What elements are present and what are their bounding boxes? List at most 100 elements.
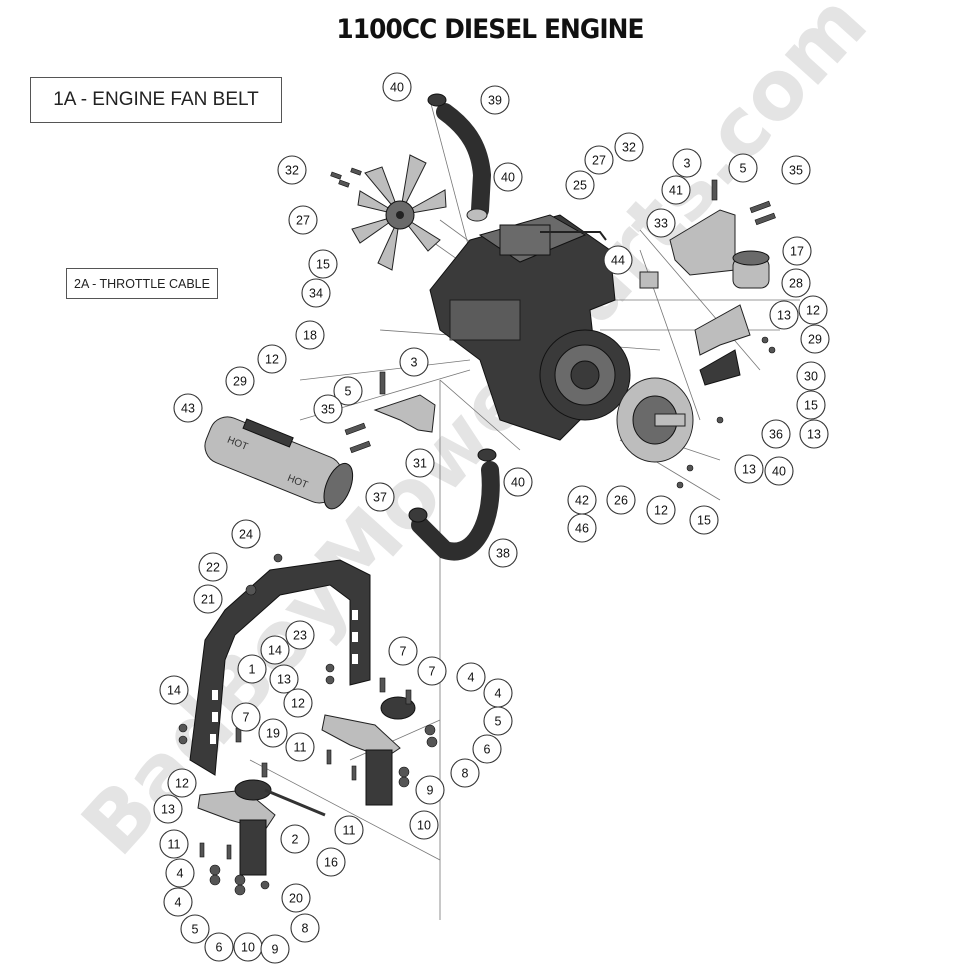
callout-23[interactable]: 23 bbox=[285, 620, 315, 650]
callout-20[interactable]: 20 bbox=[281, 883, 311, 913]
callout-13[interactable]: 13 bbox=[799, 419, 829, 449]
callout-40[interactable]: 40 bbox=[764, 456, 794, 486]
callout-8[interactable]: 8 bbox=[290, 913, 320, 943]
callout-circle bbox=[450, 758, 480, 788]
callout-44[interactable]: 44 bbox=[603, 245, 633, 275]
callout-7[interactable]: 7 bbox=[417, 656, 447, 686]
callout-29[interactable]: 29 bbox=[225, 366, 255, 396]
callout-24[interactable]: 24 bbox=[231, 519, 261, 549]
callout-31[interactable]: 31 bbox=[405, 448, 435, 478]
callout-11[interactable]: 11 bbox=[285, 732, 315, 762]
callout-34[interactable]: 34 bbox=[301, 278, 331, 308]
callout-4[interactable]: 4 bbox=[483, 678, 513, 708]
callout-6[interactable]: 6 bbox=[472, 734, 502, 764]
callout-circle bbox=[165, 858, 195, 888]
callout-26[interactable]: 26 bbox=[606, 485, 636, 515]
ref-box-throttle-cable[interactable]: 2A - THROTTLE CABLE bbox=[66, 268, 218, 299]
callout-5[interactable]: 5 bbox=[180, 914, 210, 944]
callout-40[interactable]: 40 bbox=[382, 72, 412, 102]
callout-1[interactable]: 1 bbox=[237, 654, 267, 684]
callout-32[interactable]: 32 bbox=[614, 132, 644, 162]
callout-circle bbox=[388, 636, 418, 666]
callout-12[interactable]: 12 bbox=[283, 688, 313, 718]
callout-27[interactable]: 27 bbox=[584, 145, 614, 175]
callout-3[interactable]: 3 bbox=[399, 347, 429, 377]
callout-number: 31 bbox=[413, 457, 427, 471]
callout-11[interactable]: 11 bbox=[159, 829, 189, 859]
callout-circle bbox=[405, 448, 435, 478]
callout-9[interactable]: 9 bbox=[415, 775, 445, 805]
callout-19[interactable]: 19 bbox=[258, 718, 288, 748]
callout-16[interactable]: 16 bbox=[316, 847, 346, 877]
callout-4[interactable]: 4 bbox=[165, 858, 195, 888]
callout-5[interactable]: 5 bbox=[483, 706, 513, 736]
callout-number: 13 bbox=[277, 673, 291, 687]
callout-9[interactable]: 9 bbox=[260, 934, 290, 964]
callout-15[interactable]: 15 bbox=[308, 249, 338, 279]
callout-35[interactable]: 35 bbox=[781, 155, 811, 185]
callout-12[interactable]: 12 bbox=[167, 768, 197, 798]
callout-5[interactable]: 5 bbox=[728, 153, 758, 183]
callout-35[interactable]: 35 bbox=[313, 394, 343, 424]
engine-assembly bbox=[429, 214, 631, 441]
callout-11[interactable]: 11 bbox=[334, 815, 364, 845]
callout-13[interactable]: 13 bbox=[734, 454, 764, 484]
callout-circle bbox=[193, 584, 223, 614]
callout-15[interactable]: 15 bbox=[689, 505, 719, 535]
callout-13[interactable]: 13 bbox=[153, 794, 183, 824]
callout-22[interactable]: 22 bbox=[198, 552, 228, 582]
callout-17[interactable]: 17 bbox=[782, 236, 812, 266]
callout-25[interactable]: 25 bbox=[565, 170, 595, 200]
callout-number: 28 bbox=[789, 277, 803, 291]
callout-6[interactable]: 6 bbox=[204, 932, 234, 962]
callout-14[interactable]: 14 bbox=[260, 635, 290, 665]
callout-38[interactable]: 38 bbox=[488, 538, 518, 568]
callout-circle bbox=[301, 278, 331, 308]
callout-circle bbox=[257, 344, 287, 374]
callout-29[interactable]: 29 bbox=[800, 324, 830, 354]
callout-46[interactable]: 46 bbox=[567, 513, 597, 543]
callout-33[interactable]: 33 bbox=[646, 208, 676, 238]
callout-14[interactable]: 14 bbox=[159, 675, 189, 705]
callout-circle bbox=[584, 145, 614, 175]
callout-21[interactable]: 21 bbox=[193, 584, 223, 614]
callout-12[interactable]: 12 bbox=[798, 295, 828, 325]
callout-15[interactable]: 15 bbox=[796, 390, 826, 420]
callout-number: 7 bbox=[400, 645, 407, 659]
callout-number: 23 bbox=[293, 629, 307, 643]
callout-8[interactable]: 8 bbox=[450, 758, 480, 788]
callout-28[interactable]: 28 bbox=[781, 268, 811, 298]
hardware-bolts bbox=[178, 167, 776, 896]
ref-box-engine-fan-belt[interactable]: 1A - ENGINE FAN BELT bbox=[30, 77, 282, 123]
callout-13[interactable]: 13 bbox=[769, 300, 799, 330]
callout-7[interactable]: 7 bbox=[388, 636, 418, 666]
callout-36[interactable]: 36 bbox=[761, 419, 791, 449]
callout-circle bbox=[761, 419, 791, 449]
callout-4[interactable]: 4 bbox=[456, 662, 486, 692]
callout-27[interactable]: 27 bbox=[288, 205, 318, 235]
callout-5[interactable]: 5 bbox=[333, 376, 363, 406]
callout-2[interactable]: 2 bbox=[280, 824, 310, 854]
upper-radiator-hose bbox=[436, 103, 492, 219]
callout-37[interactable]: 37 bbox=[365, 482, 395, 512]
callout-number: 36 bbox=[769, 428, 783, 442]
callout-10[interactable]: 10 bbox=[233, 932, 263, 962]
callout-number: 15 bbox=[316, 258, 330, 272]
callout-18[interactable]: 18 bbox=[295, 320, 325, 350]
callout-39[interactable]: 39 bbox=[480, 85, 510, 115]
callout-42[interactable]: 42 bbox=[567, 485, 597, 515]
callout-13[interactable]: 13 bbox=[269, 664, 299, 694]
callout-12[interactable]: 12 bbox=[646, 495, 676, 525]
callout-32[interactable]: 32 bbox=[277, 155, 307, 185]
callout-40[interactable]: 40 bbox=[493, 162, 523, 192]
callout-3[interactable]: 3 bbox=[672, 148, 702, 178]
callout-7[interactable]: 7 bbox=[231, 702, 261, 732]
callout-4[interactable]: 4 bbox=[163, 887, 193, 917]
callout-circle bbox=[415, 775, 445, 805]
callout-40[interactable]: 40 bbox=[503, 467, 533, 497]
callout-43[interactable]: 43 bbox=[173, 393, 203, 423]
callout-10[interactable]: 10 bbox=[409, 810, 439, 840]
callout-30[interactable]: 30 bbox=[796, 361, 826, 391]
callout-41[interactable]: 41 bbox=[661, 175, 691, 205]
callout-12[interactable]: 12 bbox=[257, 344, 287, 374]
